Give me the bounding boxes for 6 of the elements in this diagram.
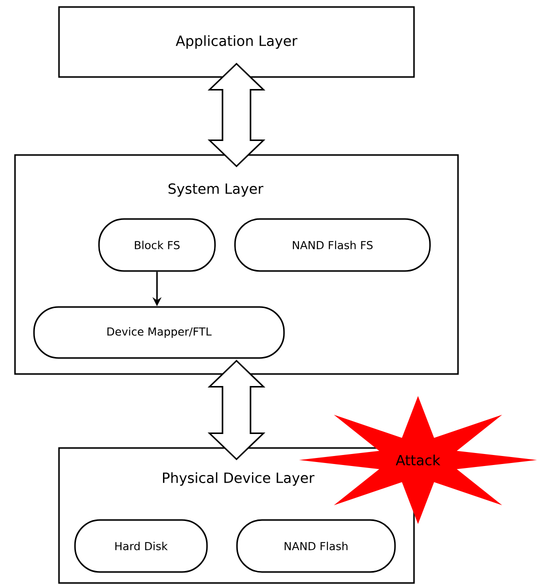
rounded-box: Block FS — [98, 218, 216, 272]
rounded-box: Hard Disk — [74, 519, 208, 573]
rounded-box: Device Mapper/FTL — [33, 306, 285, 359]
rounded-box: NAND Flash — [236, 519, 396, 573]
rounded-box: NAND Flash FS — [234, 218, 431, 272]
layer-box: Application Layer — [58, 6, 415, 78]
